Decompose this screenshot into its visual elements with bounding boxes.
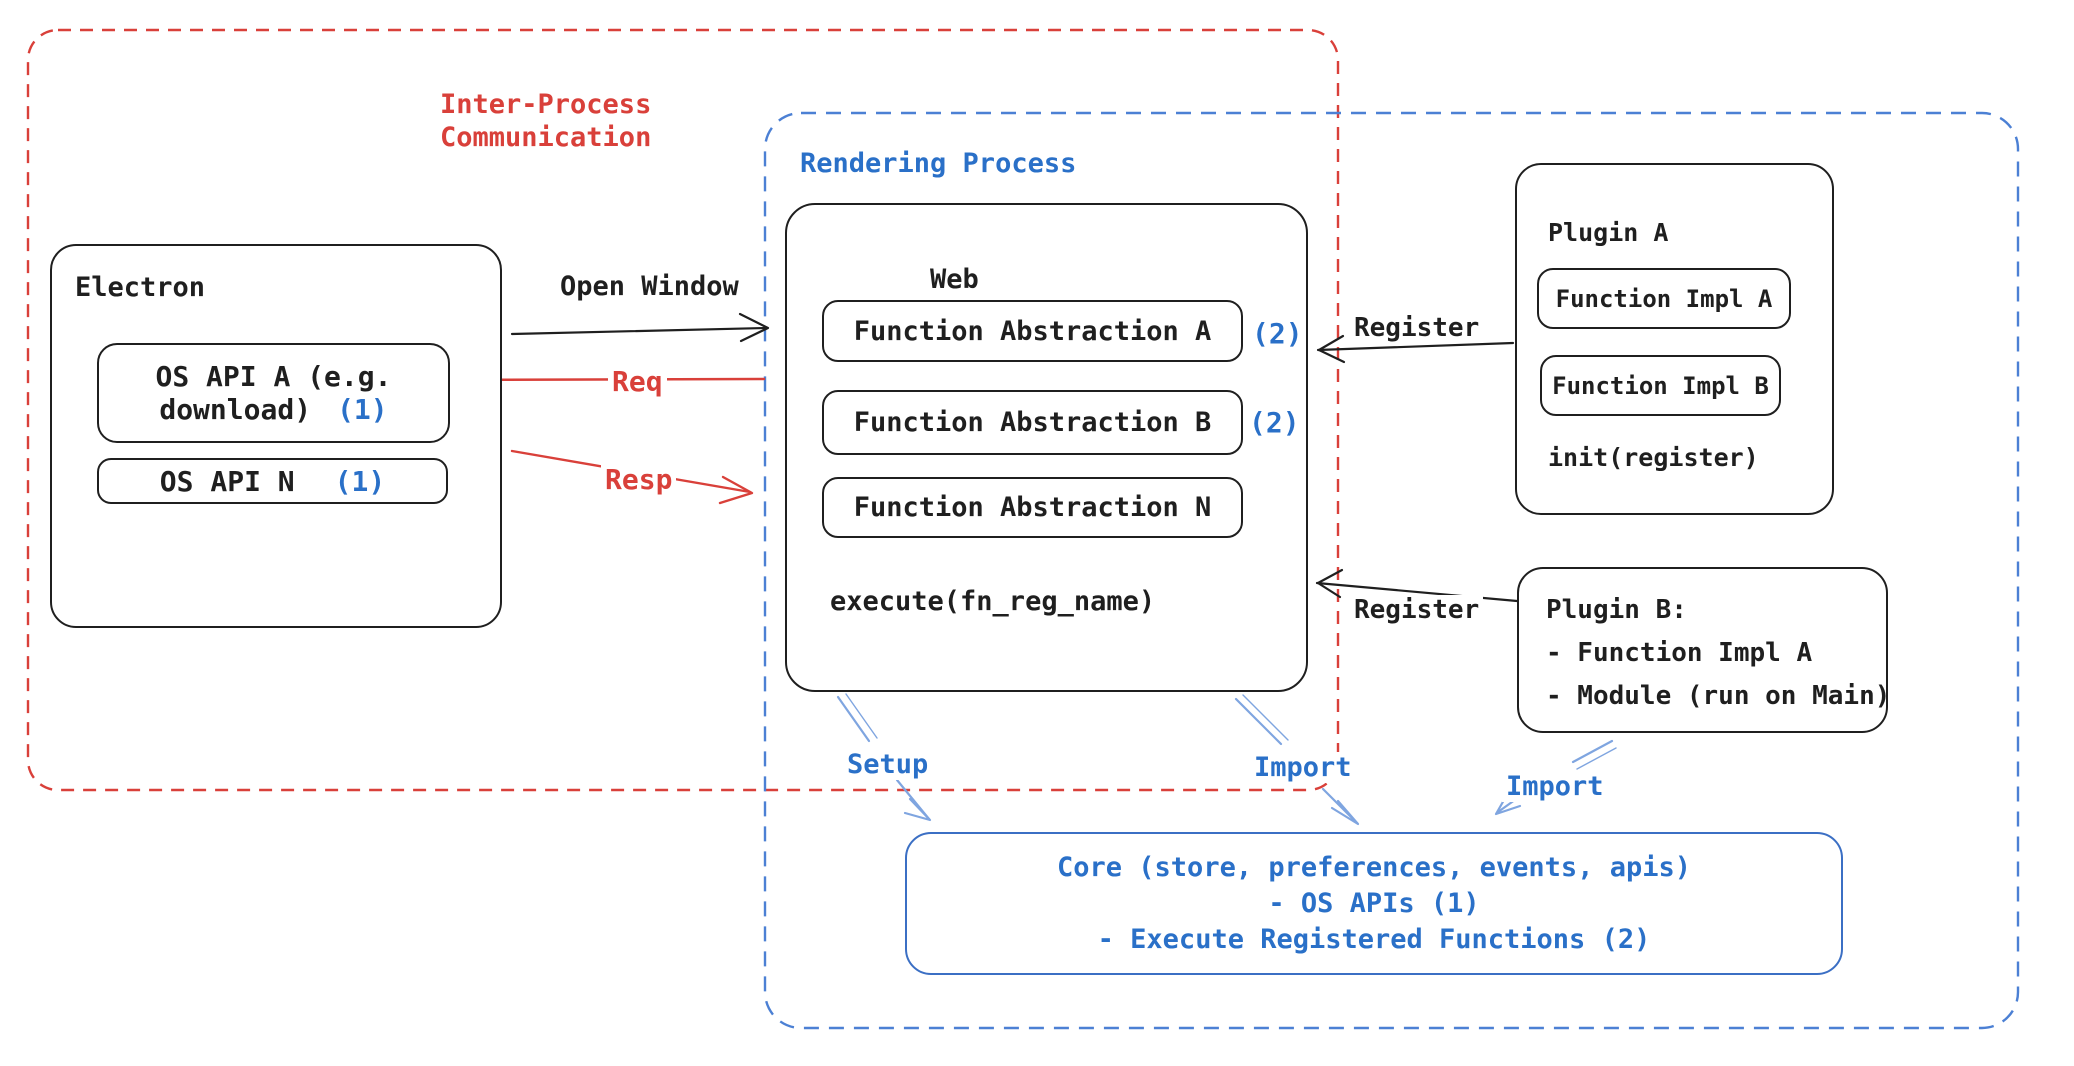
function-abstraction-b-badge: (2): [1249, 406, 1300, 439]
resp-label: Resp: [601, 463, 677, 496]
register-bottom-arrowhead: [1316, 568, 1344, 599]
rendering-group-label: Rendering Process: [800, 148, 1077, 179]
os-api-n-label: OS API N: [159, 464, 295, 498]
web-title: Web: [930, 264, 979, 295]
function-impl-b-box: Function Impl B: [1540, 355, 1781, 416]
import-right-label: Import: [1502, 771, 1608, 802]
os-api-n-box: OS API N (1): [97, 458, 448, 504]
import-left-arrow-seg1-sketch: [1242, 694, 1289, 741]
os-api-a-line1: OS API A (e.g.: [155, 360, 392, 393]
electron-title: Electron: [75, 272, 206, 303]
os-api-a-badge: (1): [337, 393, 388, 426]
plugin-a-init-label: init(register): [1548, 443, 1759, 472]
register-top-arrowhead: [1317, 334, 1346, 364]
function-abstraction-b-label: Function Abstraction B: [853, 407, 1212, 438]
import-left-arrowhead: [1330, 799, 1360, 826]
function-impl-a-box: Function Impl A: [1537, 268, 1791, 329]
plugin-b-box: Plugin B: - Function Impl A - Module (ru…: [1517, 567, 1891, 733]
open-window-label: Open Window: [556, 271, 743, 302]
os-api-a-box: OS API A (e.g. download) (1): [97, 343, 450, 443]
function-impl-a-label: Function Impl A: [1555, 284, 1773, 313]
os-api-a-line2: download): [159, 393, 312, 426]
function-abstraction-a-box: Function Abstraction A: [822, 300, 1243, 362]
ipc-label-line2: Communication: [440, 122, 652, 153]
execute-label: execute(fn_reg_name): [830, 586, 1156, 617]
import-left-label: Import: [1250, 752, 1356, 783]
function-abstraction-a-label: Function Abstraction A: [853, 315, 1212, 347]
open-window-arrowhead: [738, 312, 770, 343]
setup-arrow-seg1: [836, 695, 871, 743]
rendering-dashed-boundary: [763, 111, 2020, 1030]
ipc-label-line1: Inter-Process: [440, 89, 652, 120]
import-right-arrow-seg1-sketch: [1576, 747, 1617, 770]
setup-arrowhead: [903, 797, 932, 822]
function-abstraction-b-box: Function Abstraction B: [822, 390, 1243, 455]
register-top-label: Register: [1350, 313, 1484, 343]
core-box: Core (store, preferences, events, apis) …: [905, 832, 1843, 975]
function-abstraction-a-badge: (2): [1252, 317, 1303, 350]
function-abstraction-n-box: Function Abstraction N: [822, 477, 1243, 538]
import-left-arrow-seg1: [1234, 697, 1283, 746]
setup-label: Setup: [843, 749, 933, 780]
plugin-a-title: Plugin A: [1548, 218, 1669, 247]
plugin-b-item-module: - Module (run on Main): [1546, 681, 1891, 711]
register-bottom-label: Register: [1350, 595, 1484, 625]
os-api-n-badge: (1): [334, 464, 386, 498]
import-right-arrow-seg1: [1571, 739, 1614, 764]
register-top-arrow-line: [1316, 341, 1515, 352]
function-abstraction-n-label: Function Abstraction N: [853, 492, 1212, 523]
open-window-arrow-line: [510, 326, 768, 336]
core-execute-line: - Execute Registered Functions (2): [1097, 923, 1651, 955]
plugin-b-title: Plugin B:: [1546, 595, 1687, 625]
ipc-dashed-boundary: [26, 28, 1340, 792]
plugin-a-box: [1515, 163, 1834, 515]
register-bottom-arrow-line: [1315, 581, 1519, 603]
function-impl-b-label: Function Impl B: [1552, 371, 1769, 400]
core-os-apis-line: - OS APIs (1): [1268, 887, 1480, 919]
resp-arrowhead: [718, 475, 754, 505]
req-label: Req: [608, 365, 667, 398]
plugin-b-item-function-impl-a: - Function Impl A: [1546, 638, 1813, 668]
setup-arrow-seg1-sketch: [845, 693, 878, 739]
core-title-line: Core (store, preferences, events, apis): [1057, 851, 1691, 883]
